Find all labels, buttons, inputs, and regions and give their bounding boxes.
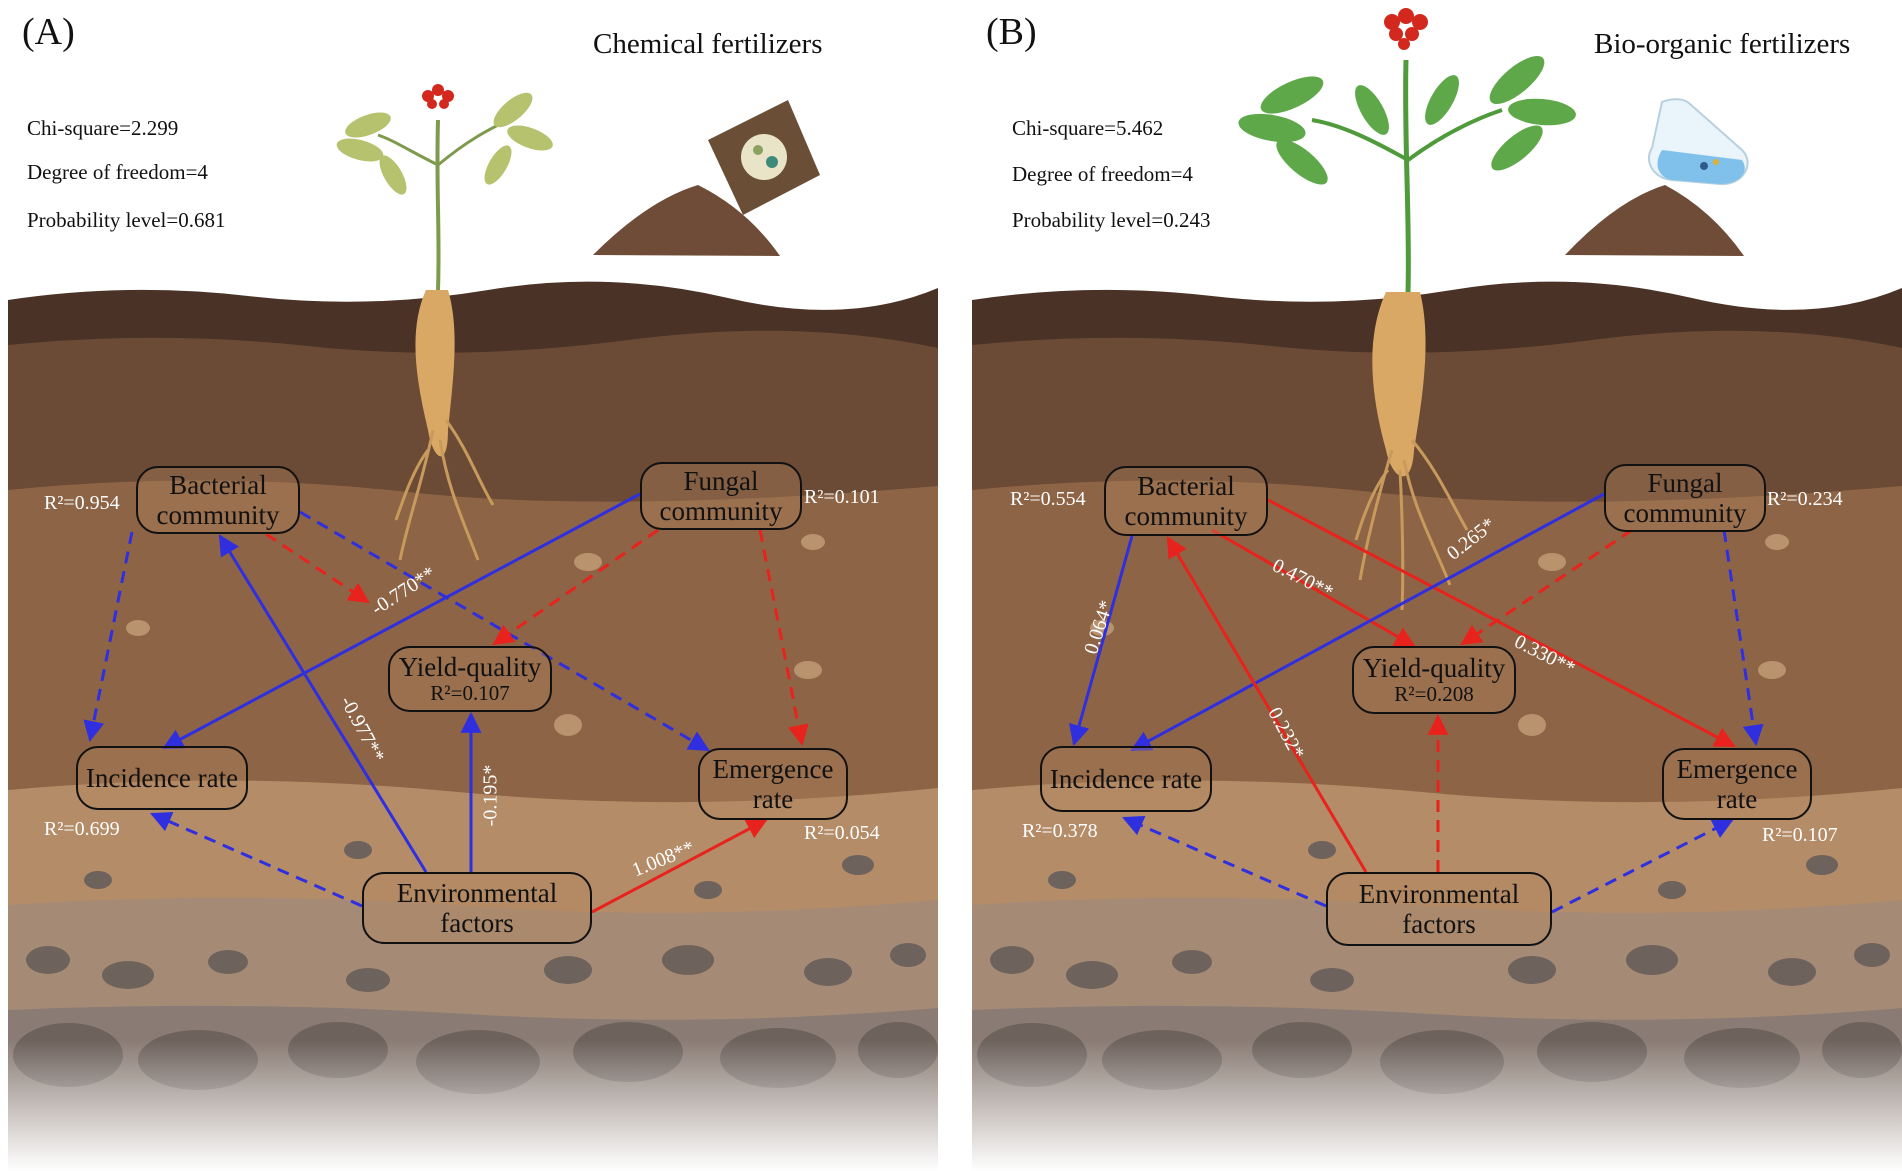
node-label: Emergence rate bbox=[1676, 753, 1798, 815]
soil-pebbles bbox=[126, 534, 825, 736]
node-yield-quality: Yield-quality R²=0.208 bbox=[1352, 646, 1516, 714]
node-emergence-rate: Emergence rate bbox=[698, 748, 848, 820]
r-squared-emergence: R²=0.054 bbox=[804, 822, 880, 844]
path-arrows bbox=[83, 492, 809, 914]
node-r-squared: R²=0.208 bbox=[1394, 682, 1474, 707]
node-label: Emergence rate bbox=[712, 753, 834, 815]
ginseng-plant-icon bbox=[336, 84, 553, 561]
degree-of-freedom-text: Degree of freedom=4 bbox=[27, 160, 208, 184]
node-label: Incidence rate bbox=[1049, 763, 1203, 794]
panel-chemical-fertilizers: (A) Chemical fertilizers Chi-square=2.29… bbox=[8, 0, 938, 1171]
panel-b-illustration bbox=[972, 8, 1902, 1171]
path-arrow bbox=[1166, 536, 1368, 873]
path-arrow bbox=[83, 531, 134, 743]
path-arrow bbox=[492, 528, 659, 646]
node-label: Bacterial community bbox=[156, 469, 280, 531]
probability-level-text: Probability level=0.243 bbox=[1012, 208, 1211, 232]
node-label: Bacterial community bbox=[1124, 470, 1248, 532]
node-label: Fungal community bbox=[1623, 467, 1747, 529]
node-yield-quality: Yield-quality R²=0.107 bbox=[388, 646, 552, 712]
node-bacterial-community: Bacterial community bbox=[136, 466, 300, 534]
chi-square-text: Chi-square=2.299 bbox=[27, 116, 179, 140]
r-squared-incidence: R²=0.699 bbox=[44, 818, 120, 840]
node-label: Fungal community bbox=[659, 465, 783, 527]
flask-icon bbox=[1647, 98, 1749, 186]
path-arrow bbox=[591, 818, 768, 914]
soil-pile-icon bbox=[1565, 185, 1744, 256]
node-label: Yield-quality bbox=[1362, 652, 1506, 683]
path-arrow bbox=[1068, 535, 1134, 747]
ginseng-plant-icon bbox=[1238, 8, 1576, 611]
path-arrow bbox=[1267, 498, 1736, 748]
fertilizer-bag-icon bbox=[708, 100, 820, 215]
path-arrow bbox=[1460, 528, 1633, 646]
node-emergence-rate: Emergence rate bbox=[1662, 748, 1812, 820]
soil-pebbles bbox=[1090, 534, 1789, 736]
node-label: Environmental factors bbox=[1358, 878, 1520, 940]
path-arrow bbox=[265, 532, 370, 604]
path-arrow bbox=[1130, 492, 1605, 752]
r-squared-fungal: R²=0.101 bbox=[804, 486, 880, 508]
r-squared-bacterial: R²=0.554 bbox=[1010, 488, 1086, 510]
panel-a-illustration bbox=[8, 84, 938, 1171]
path-arrow bbox=[218, 534, 428, 873]
coefficient-label: -0.195* bbox=[479, 764, 502, 827]
node-fungal-community: Fungal community bbox=[1604, 464, 1766, 532]
probability-level-text: Probability level=0.681 bbox=[27, 208, 226, 232]
node-bacterial-community: Bacterial community bbox=[1104, 466, 1268, 536]
panel-title: Chemical fertilizers bbox=[593, 28, 823, 60]
node-incidence-rate: Incidence rate bbox=[1040, 746, 1212, 812]
r-squared-emergence: R²=0.107 bbox=[1762, 824, 1838, 846]
path-arrow bbox=[1122, 815, 1327, 908]
r-squared-incidence: R²=0.378 bbox=[1022, 820, 1098, 842]
node-incidence-rate: Incidence rate bbox=[76, 746, 248, 810]
node-label: Environmental factors bbox=[396, 877, 558, 939]
panel-label: (A) bbox=[22, 11, 75, 53]
node-environmental-factors: Environmental factors bbox=[1326, 872, 1552, 946]
path-arrow bbox=[1722, 529, 1764, 747]
r-squared-bacterial: R²=0.954 bbox=[44, 492, 120, 514]
node-r-squared: R²=0.107 bbox=[430, 681, 510, 706]
node-label: Yield-quality bbox=[398, 651, 542, 682]
path-arrow bbox=[162, 492, 641, 750]
soil-pile-icon bbox=[593, 185, 780, 256]
path-arrow bbox=[1551, 818, 1734, 914]
node-fungal-community: Fungal community bbox=[640, 462, 802, 530]
path-arrows bbox=[1068, 492, 1764, 914]
panel-title: Bio-organic fertilizers bbox=[1594, 28, 1851, 60]
path-arrow bbox=[150, 811, 363, 908]
panel-bio-organic-fertilizers: (B) Bio-organic fertilizers Chi-square=5… bbox=[972, 0, 1902, 1171]
r-squared-fungal: R²=0.234 bbox=[1767, 488, 1843, 510]
path-arrow bbox=[1211, 528, 1416, 648]
panel-label: (B) bbox=[986, 11, 1037, 53]
degree-of-freedom-text: Degree of freedom=4 bbox=[1012, 162, 1193, 186]
node-environmental-factors: Environmental factors bbox=[362, 872, 592, 944]
node-label: Incidence rate bbox=[85, 762, 239, 793]
chi-square-text: Chi-square=5.462 bbox=[1012, 116, 1164, 140]
path-arrow bbox=[758, 529, 809, 747]
